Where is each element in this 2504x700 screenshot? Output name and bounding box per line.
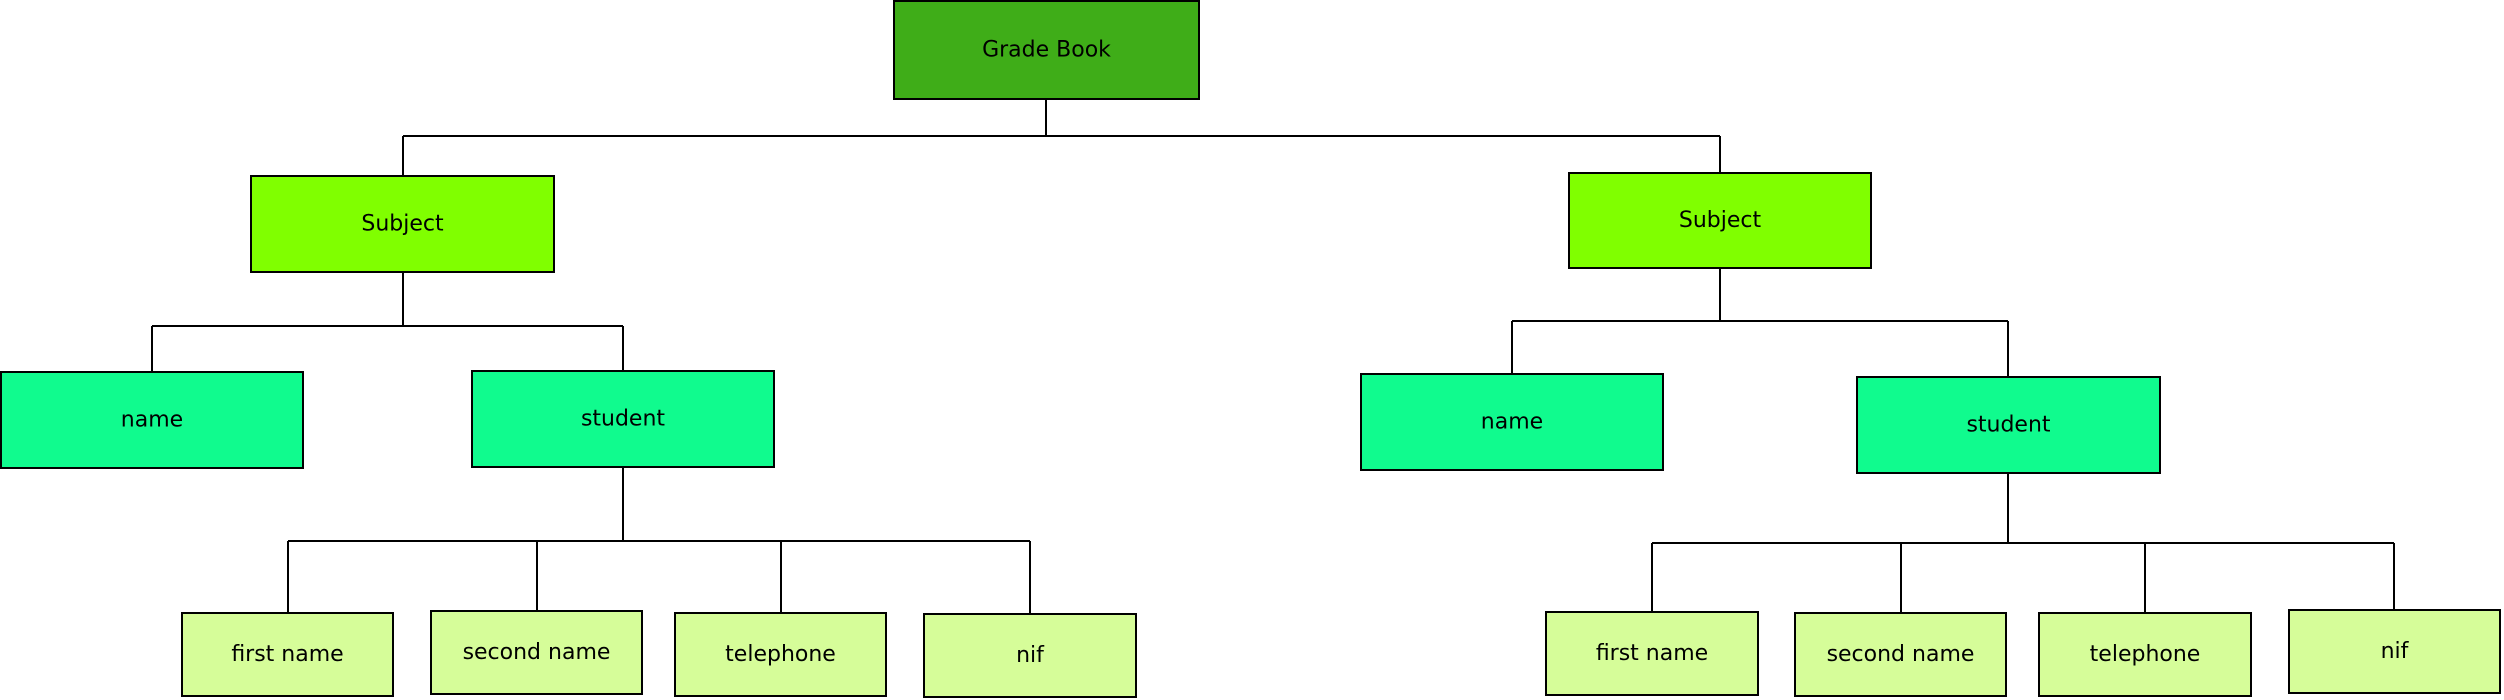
node-box-subject-1-second-name (430, 610, 643, 695)
node-subject-1-student: student (471, 370, 775, 468)
node-label-subject-2-student: student (1966, 413, 2050, 438)
node-subject-2-first-name: first name (1545, 611, 1759, 696)
node-subject-2-nif: nif (2288, 609, 2501, 694)
node-subject-1-nif: nif (923, 613, 1137, 698)
node-box-subject-2-name (1360, 373, 1664, 471)
node-label-subject-2-name: name (1481, 410, 1543, 435)
node-label-subject-2: Subject (1679, 208, 1762, 233)
node-label-subject-2-telephone: telephone (2090, 642, 2201, 667)
node-box-subject-2-first-name (1545, 611, 1759, 696)
node-subject-2-second-name: second name (1794, 612, 2007, 697)
node-subject-1-second-name: second name (430, 610, 643, 695)
node-box-subject-1 (250, 175, 555, 273)
node-label-subject-2-nif: nif (2381, 639, 2410, 664)
node-label-subject-1-second-name: second name (463, 640, 611, 665)
connector-subject-2-children (1511, 268, 2009, 377)
node-subject-1-name: name (0, 371, 304, 469)
node-box-subject-2-nif (2288, 609, 2501, 694)
node-root-grade-book: Grade Book (893, 0, 1200, 100)
connector-student-1-fields (287, 467, 1031, 614)
node-label-subject-1: Subject (361, 212, 444, 237)
node-box-subject-1-first-name (181, 612, 394, 697)
node-box-subject-2-telephone (2038, 612, 2252, 697)
node-box-subject-2-second-name (1794, 612, 2007, 697)
connector-subject-1-children (151, 272, 624, 372)
connectors (151, 99, 2395, 614)
node-label-subject-1-first-name: first name (231, 642, 343, 667)
node-box-subject-2-student (1856, 376, 2161, 474)
node-label-subject-2-second-name: second name (1827, 642, 1975, 667)
node-box-subject-1-name (0, 371, 304, 469)
node-label-subject-1-name: name (121, 408, 183, 433)
connector-root-to-subjects (402, 99, 1721, 176)
node-subject-1: Subject (250, 175, 555, 273)
node-box-subject-2 (1568, 172, 1872, 269)
node-label-subject-1-telephone: telephone (725, 642, 836, 667)
node-label-subject-2-first-name: first name (1596, 641, 1708, 666)
node-box-subject-1-telephone (674, 612, 887, 697)
node-subject-2: Subject (1568, 172, 1872, 269)
node-label-root: Grade Book (982, 38, 1111, 63)
node-subject-2-student: student (1856, 376, 2161, 474)
node-label-subject-1-nif: nif (1016, 643, 1045, 668)
node-subject-2-name: name (1360, 373, 1664, 471)
connector-student-2-fields (1651, 473, 2395, 613)
node-subject-1-telephone: telephone (674, 612, 887, 697)
node-label-subject-1-student: student (581, 407, 665, 432)
node-subject-1-first-name: first name (181, 612, 394, 697)
node-box-subject-1-student (471, 370, 775, 468)
node-subject-2-telephone: telephone (2038, 612, 2252, 697)
node-box-root (893, 0, 1200, 100)
node-box-subject-1-nif (923, 613, 1137, 698)
